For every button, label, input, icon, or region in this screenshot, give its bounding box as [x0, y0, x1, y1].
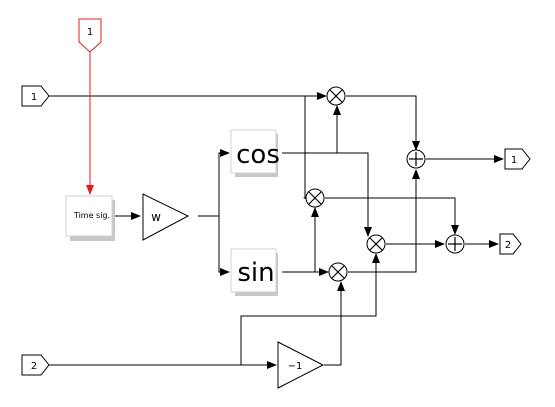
wire-mulD-to-sum1 [348, 169, 420, 273]
multiplier-b[interactable] [305, 188, 325, 208]
gain-w-block[interactable]: w [142, 193, 190, 241]
output-port-1-label: 1 [511, 155, 517, 166]
wire-mulA-to-sum1 [346, 95, 420, 151]
gain-w-label: w [151, 210, 161, 224]
event-input-port[interactable]: 1 [78, 18, 102, 53]
multiplier-a[interactable] [326, 86, 346, 106]
output-port-1[interactable]: 1 [504, 148, 531, 170]
multiplier-c[interactable] [366, 234, 386, 254]
time-signal-label: Time sig. [73, 211, 110, 220]
wire-cos-out [282, 152, 372, 237]
wire-in2-branch [240, 253, 380, 365]
output-port-2[interactable]: 2 [499, 233, 522, 255]
sin-block[interactable]: sin [230, 248, 278, 296]
input-port-1-label: 1 [31, 92, 37, 103]
input-port-2[interactable]: 2 [21, 354, 50, 376]
cos-label: cos [236, 140, 280, 170]
input-port-2-label: 2 [31, 361, 37, 372]
output-port-2-label: 2 [505, 240, 511, 251]
sum-2[interactable] [445, 234, 465, 254]
wire-to-cos [218, 149, 230, 216]
wire-in1-branch [303, 96, 313, 202]
wire-to-sin [218, 216, 230, 276]
gain-neg1-label: −1 [288, 361, 303, 372]
sum-1[interactable] [406, 149, 426, 169]
time-signal-block[interactable]: Time sig. [65, 195, 115, 241]
wire-mulB-to-sum2 [325, 197, 459, 235]
multiplier-d[interactable] [328, 262, 348, 282]
wires [49, 92, 504, 369]
input-port-1[interactable]: 1 [21, 85, 50, 107]
wire-neg1-to-mulD [324, 281, 345, 366]
gain-neg1-block[interactable]: −1 [277, 341, 325, 389]
sin-label: sin [237, 258, 274, 288]
event-input-label: 1 [87, 27, 93, 38]
cos-block[interactable]: cos [230, 129, 280, 177]
